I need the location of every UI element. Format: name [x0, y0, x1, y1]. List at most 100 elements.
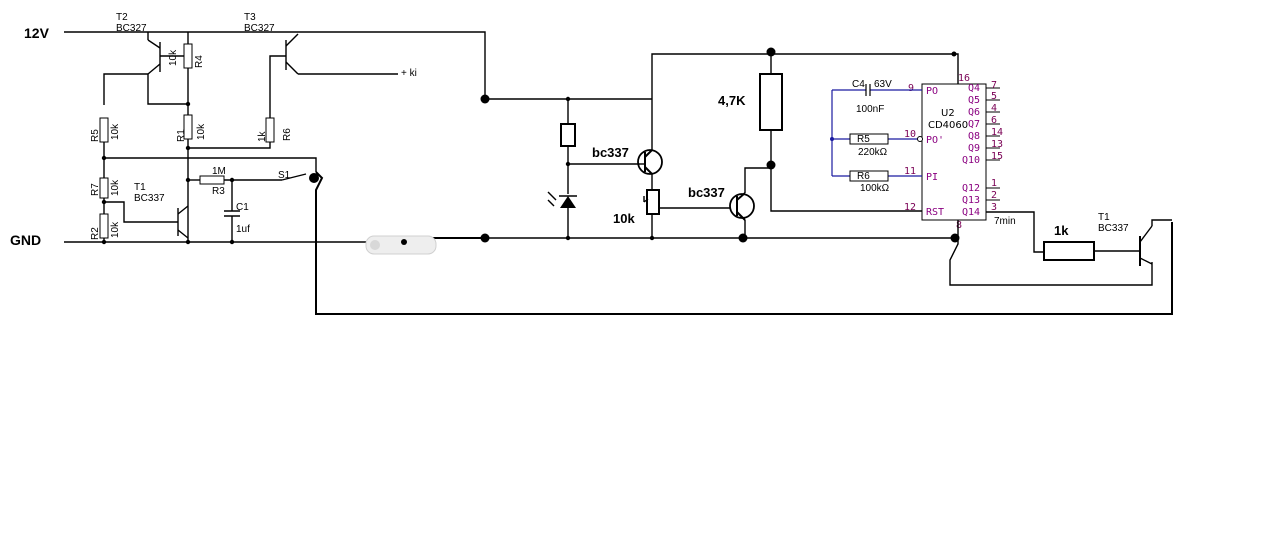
- ic-pin-num-11: 11: [904, 166, 916, 177]
- resistor-led: [560, 123, 576, 147]
- ic-pin-num-4: 4: [991, 103, 997, 114]
- capacitor-c4: [865, 84, 871, 96]
- r6-osc-value: 100kΩ: [860, 183, 890, 194]
- ic-pin-num-9: 9: [908, 83, 914, 94]
- junction: [101, 155, 107, 161]
- wire-12v-rail: [64, 31, 486, 99]
- r1-value: 10k: [196, 123, 207, 140]
- resistor-r5-osc: [849, 133, 889, 145]
- transistor-t1-right: [1139, 219, 1172, 266]
- r1-ref: R1: [176, 129, 187, 142]
- ic-cd4060-body: [921, 83, 987, 221]
- s1-ref: S1: [278, 170, 291, 181]
- ic-out-q4: Q4: [968, 83, 980, 94]
- ic-pin-num-8: 8: [956, 220, 962, 231]
- output-ki-label: + ki: [401, 68, 417, 79]
- ic-pin-rst: RST: [926, 207, 944, 218]
- r2-value: 10k: [110, 221, 121, 238]
- c4-value: 100nF: [856, 104, 884, 115]
- r5-ref: R5: [90, 129, 101, 142]
- ic-pin-po-prime: PO': [926, 135, 944, 146]
- transistor-t1-left: [160, 205, 189, 239]
- ic-out-q14: Q14: [962, 207, 980, 218]
- t1-left-ref: T1: [134, 182, 146, 193]
- ic-out-q7: Q7: [968, 119, 980, 130]
- junction: [101, 239, 107, 245]
- junction: [309, 173, 319, 183]
- ic-out-q8: Q8: [968, 131, 980, 142]
- ic-pin-num-16: 16: [958, 73, 970, 84]
- pot-label: 10k: [613, 211, 635, 226]
- rail-gnd-label: GND: [10, 232, 41, 248]
- ic-output-pins: 7 5 4 6 14 13 15 1 2 3: [986, 80, 1003, 213]
- r2-ref: R2: [90, 227, 101, 240]
- junction: [101, 199, 107, 205]
- ic-pin-num-13: 13: [991, 139, 1003, 150]
- ic-pin-num-6: 6: [991, 115, 997, 126]
- potentiometer-arrow-icon: [643, 196, 649, 203]
- c4-ref: C4: [852, 79, 865, 90]
- c1-value: 1uf: [236, 224, 250, 235]
- r6-value: 1k: [257, 130, 268, 142]
- time-note: 7min: [994, 216, 1016, 227]
- c4-voltage: 63V: [874, 79, 892, 90]
- resistor-4k7: [759, 73, 783, 131]
- ic-out-q13: Q13: [962, 195, 980, 206]
- r4-ref: R4: [194, 55, 205, 68]
- res-1k-label: 1k: [1054, 223, 1069, 238]
- switch-s1: [281, 173, 307, 181]
- r4-value: 10k: [168, 49, 179, 66]
- q-upper-label: bc337: [592, 145, 629, 160]
- junction: [185, 177, 191, 183]
- r5-value: 10k: [110, 123, 121, 140]
- r3-value: 1M: [212, 166, 226, 177]
- ic-pin-num-7: 7: [991, 80, 997, 91]
- ic-output-labels: Q4 Q5 Q6 Q7 Q8 Q9 Q10 Q12 Q13 Q14: [962, 83, 980, 218]
- junction: [185, 239, 191, 245]
- r6-ref: R6: [282, 128, 293, 141]
- junction: [565, 235, 571, 241]
- ic-out-q10: Q10: [962, 155, 980, 166]
- junction: [738, 233, 748, 243]
- wire-supply-top: [651, 53, 959, 99]
- rail-12v-label: 12V: [24, 25, 50, 41]
- wire-r6-bottom: [188, 142, 271, 149]
- t1-left-type: BC337: [134, 193, 165, 204]
- wire-q14-out: [986, 211, 1044, 253]
- ic-pin-num-2: 2: [991, 190, 997, 201]
- wire-q-lower-collector: [744, 167, 771, 193]
- ic-pin-num-10: 10: [904, 129, 916, 140]
- resistor-r4: [183, 43, 193, 69]
- junction: [185, 145, 191, 151]
- c1-ref: C1: [236, 202, 249, 213]
- resistor-r6-osc: [849, 170, 889, 182]
- ic-pin-num-5: 5: [991, 91, 997, 102]
- resistor-r2: [99, 213, 109, 239]
- r7-value: 10k: [110, 179, 121, 196]
- junction: [950, 233, 960, 243]
- wire-to-rst: [770, 130, 922, 212]
- pullup-label: 4,7K: [718, 93, 746, 108]
- junction: [480, 233, 490, 243]
- r5-osc-value: 220kΩ: [858, 147, 888, 158]
- junction: [401, 239, 407, 245]
- ic-name: CD4060: [928, 120, 968, 131]
- wire-gnd-rail: [64, 237, 955, 244]
- junction: [565, 96, 571, 102]
- ic-pin-po: PO: [926, 86, 938, 97]
- t1-right-ref: T1: [1098, 212, 1110, 223]
- junction: [185, 101, 191, 107]
- junction: [649, 235, 655, 241]
- ic-out-q5: Q5: [968, 95, 980, 106]
- junction: [766, 160, 776, 170]
- wire-t2-collector: [103, 73, 148, 105]
- t2-ref-label: T2: [116, 12, 128, 23]
- ic-out-q12: Q12: [962, 183, 980, 194]
- t3-type-label: BC327: [244, 23, 275, 34]
- wire-return-loop: [315, 171, 1173, 315]
- ic-pin-num-15: 15: [991, 151, 1003, 162]
- junction: [951, 51, 957, 57]
- ic-out-q6: Q6: [968, 107, 980, 118]
- wire-t1-base: [104, 201, 160, 223]
